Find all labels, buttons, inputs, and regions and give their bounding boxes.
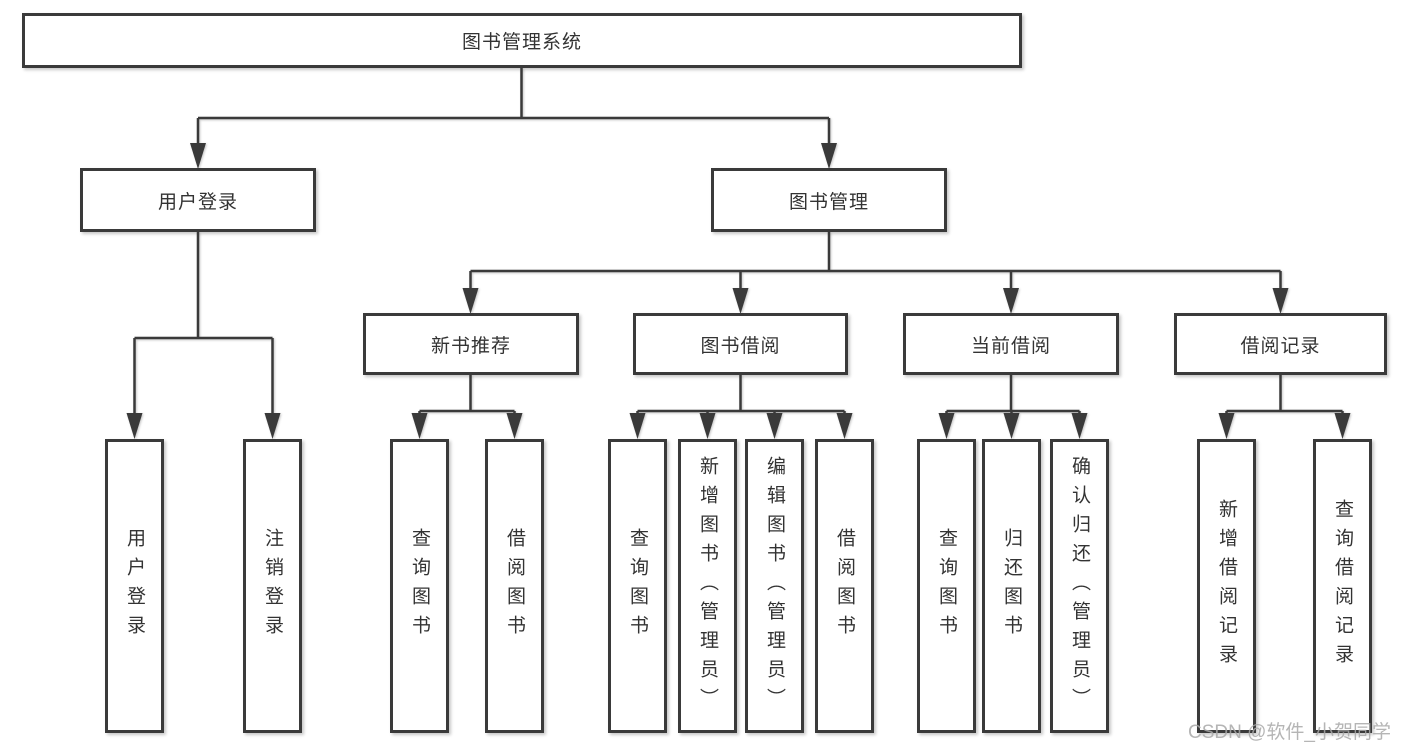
leaf-return-books: 归还图书	[982, 439, 1041, 733]
node-label: 图书管理	[788, 191, 869, 213]
node-label: 确认归还（管理员）	[1069, 455, 1090, 717]
node-library-management-system: 图书管理系统	[22, 13, 1022, 68]
node-label: 新增图书（管理员）	[697, 455, 718, 717]
node-label: 查询图书	[627, 528, 648, 644]
node-label: 用户登录	[157, 191, 238, 213]
leaf-borrow-books-borrowing: 借阅图书	[815, 439, 874, 733]
leaf-query-books-recommend: 查询图书	[390, 439, 449, 733]
node-user-login: 用户登录	[80, 168, 316, 232]
node-book-management: 图书管理	[711, 168, 947, 232]
node-current-borrowing: 当前借阅	[903, 313, 1119, 375]
node-label: 编辑图书（管理员）	[764, 455, 785, 717]
leaf-add-book-admin: 新增图书（管理员）	[678, 439, 737, 733]
node-label: 注销登录	[262, 528, 283, 644]
node-borrowing-records: 借阅记录	[1174, 313, 1387, 375]
leaf-logout: 注销登录	[243, 439, 302, 733]
csdn-watermark: CSDN @软件_小贺同学	[1188, 722, 1391, 743]
node-new-book-recommendation: 新书推荐	[363, 313, 579, 375]
leaf-query-books-borrowing: 查询图书	[608, 439, 667, 733]
node-label: 借阅图书	[834, 528, 855, 644]
node-label: 借阅图书	[504, 528, 525, 644]
node-label: 用户登录	[124, 528, 145, 644]
leaf-query-books-current: 查询图书	[917, 439, 976, 733]
leaf-query-borrow-record: 查询借阅记录	[1313, 439, 1372, 733]
leaf-edit-book-admin: 编辑图书（管理员）	[745, 439, 804, 733]
node-book-borrowing: 图书借阅	[633, 313, 848, 375]
node-label: 借阅记录	[1240, 335, 1321, 357]
node-label: 当前借阅	[970, 335, 1051, 357]
leaf-confirm-return-admin: 确认归还（管理员）	[1050, 439, 1109, 733]
node-label: 新增借阅记录	[1216, 499, 1237, 673]
node-label: 图书管理系统	[461, 32, 582, 53]
node-label: 查询图书	[409, 528, 430, 644]
leaf-borrow-books-recommend: 借阅图书	[485, 439, 544, 733]
node-label: 新书推荐	[430, 335, 511, 357]
node-label: 查询借阅记录	[1332, 499, 1353, 673]
leaf-user-login: 用户登录	[105, 439, 164, 733]
node-label: 图书借阅	[700, 335, 781, 357]
node-label: 归还图书	[1001, 528, 1022, 644]
node-label: 查询图书	[936, 528, 957, 644]
leaf-add-borrow-record: 新增借阅记录	[1197, 439, 1256, 733]
